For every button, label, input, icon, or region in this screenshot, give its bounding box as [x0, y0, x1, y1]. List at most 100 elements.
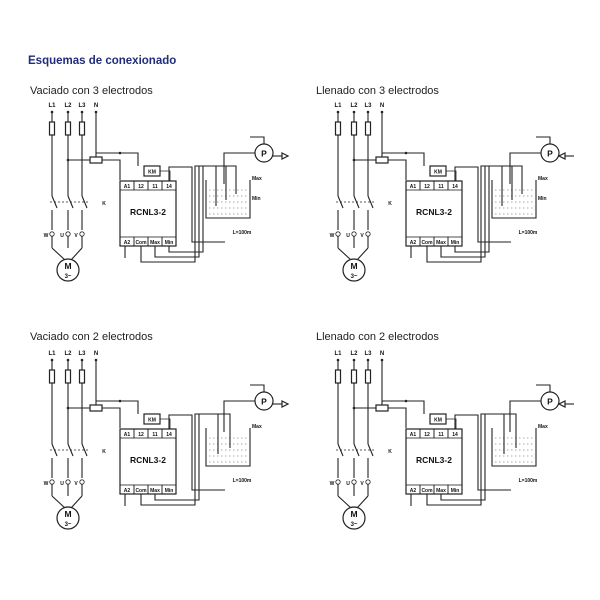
flow-arrow-head	[281, 400, 290, 408]
fuse-symbol	[64, 121, 72, 136]
relay-top-terminal: 12	[138, 432, 144, 438]
relay-top-terminal: 11	[438, 432, 444, 438]
wire	[102, 159, 121, 180]
panel-title-llenado-2: Llenado con 2 electrodos	[316, 331, 439, 343]
relay-model: RCNL3-2	[416, 207, 452, 217]
motor-terminal-ring	[335, 231, 341, 237]
tank-max-label: Max	[252, 176, 262, 182]
terminal-dot	[50, 358, 54, 362]
fuse-symbol	[48, 121, 56, 136]
wire	[154, 165, 227, 258]
relay-bottom-terminal: Min	[451, 488, 460, 494]
relay-top-terminal: 12	[424, 184, 430, 190]
motor-terminal-label: W	[44, 481, 49, 487]
phase-label: N	[94, 351, 98, 357]
wire	[426, 413, 505, 506]
tank-outline	[491, 180, 537, 219]
motor-symbol	[56, 506, 80, 530]
terminal-dot	[380, 358, 384, 362]
wire	[154, 413, 231, 501]
terminal-dot	[94, 110, 98, 114]
terminal-dot	[366, 110, 370, 114]
relay-bottom-terminal: Max	[150, 240, 160, 246]
relay-top-terminal: 14	[452, 184, 458, 190]
panel-title-vaciado-2: Vaciado con 2 electrodos	[30, 331, 153, 343]
motor-symbol	[56, 258, 80, 282]
pump-pipe	[509, 152, 541, 184]
wire	[446, 170, 457, 181]
wire	[388, 407, 407, 428]
wire	[140, 413, 219, 506]
wire	[440, 165, 513, 258]
motor-terminal-ring	[335, 479, 341, 485]
pump-pipe	[250, 136, 265, 144]
fuse-symbol	[334, 369, 342, 384]
wire	[96, 152, 139, 166]
wire	[81, 195, 88, 209]
tank-min-label: Min	[252, 196, 261, 202]
wire	[356, 247, 369, 261]
pump-letter: P	[547, 397, 553, 407]
motor-terminal-label: W	[330, 481, 335, 487]
junction-dot	[352, 406, 356, 410]
motor-type: 3~	[351, 522, 358, 528]
flow-arrow-head	[557, 400, 566, 408]
motor-symbol	[342, 258, 366, 282]
terminal-dot	[66, 358, 70, 362]
wire	[367, 443, 374, 457]
phase-label: L2	[350, 103, 358, 109]
relay-bottom-terminal: Com	[135, 240, 147, 246]
terminal-dot	[336, 110, 340, 114]
relay-bottom-terminal: Com	[135, 488, 147, 494]
wire	[51, 495, 66, 509]
motor-terminal-label: U	[346, 233, 350, 239]
wire	[168, 165, 237, 253]
wire	[70, 247, 83, 261]
relay-bottom-terminal: Min	[165, 240, 174, 246]
contactor-label: K	[102, 201, 106, 207]
wire	[160, 170, 171, 181]
wire	[337, 495, 352, 509]
contactor-label: K	[388, 201, 392, 207]
fuse-symbol	[334, 121, 342, 136]
relay-model: RCNL3-2	[416, 455, 452, 465]
motor-terminal-label: V	[360, 481, 364, 487]
relay-km-label: KM	[434, 170, 442, 176]
wire	[446, 418, 457, 429]
relay-top-terminal: 11	[152, 184, 158, 190]
control-fuse	[375, 404, 389, 412]
relay-top-terminal: 14	[166, 432, 172, 438]
pump-pipe	[223, 152, 255, 184]
motor-letter: M	[64, 261, 71, 271]
motor-terminal-ring	[79, 479, 85, 485]
relay-bottom-terminal: Min	[165, 488, 174, 494]
fuse-symbol	[48, 369, 56, 384]
phase-label: N	[94, 103, 98, 109]
motor-terminal-label: V	[360, 233, 364, 239]
motor-terminal-label: U	[346, 481, 350, 487]
wire	[140, 165, 217, 263]
phase-label: L2	[350, 351, 358, 357]
control-fuse	[89, 156, 103, 164]
wire	[367, 195, 374, 209]
relay-terminal-cell	[161, 484, 177, 495]
motor-symbol	[342, 506, 366, 530]
relay-top-terminal: A1	[124, 184, 131, 190]
terminal-dot	[66, 110, 70, 114]
wire	[440, 413, 517, 501]
terminal-dot	[80, 110, 84, 114]
phase-label: N	[380, 351, 384, 357]
tank-length-label: L=100m	[233, 478, 252, 484]
relay-bottom-terminal: Max	[436, 240, 446, 246]
relay-top-terminal: 11	[438, 184, 444, 190]
pump-letter: P	[261, 149, 267, 159]
relay-bottom-terminal: Com	[421, 488, 433, 494]
motor-letter: M	[350, 509, 357, 519]
motor-terminal-ring	[351, 479, 357, 485]
terminal-dot	[352, 358, 356, 362]
tank-outline	[205, 428, 251, 467]
fuse-symbol	[364, 121, 372, 136]
phase-label: L3	[364, 351, 372, 357]
relay-top-terminal: 12	[424, 432, 430, 438]
